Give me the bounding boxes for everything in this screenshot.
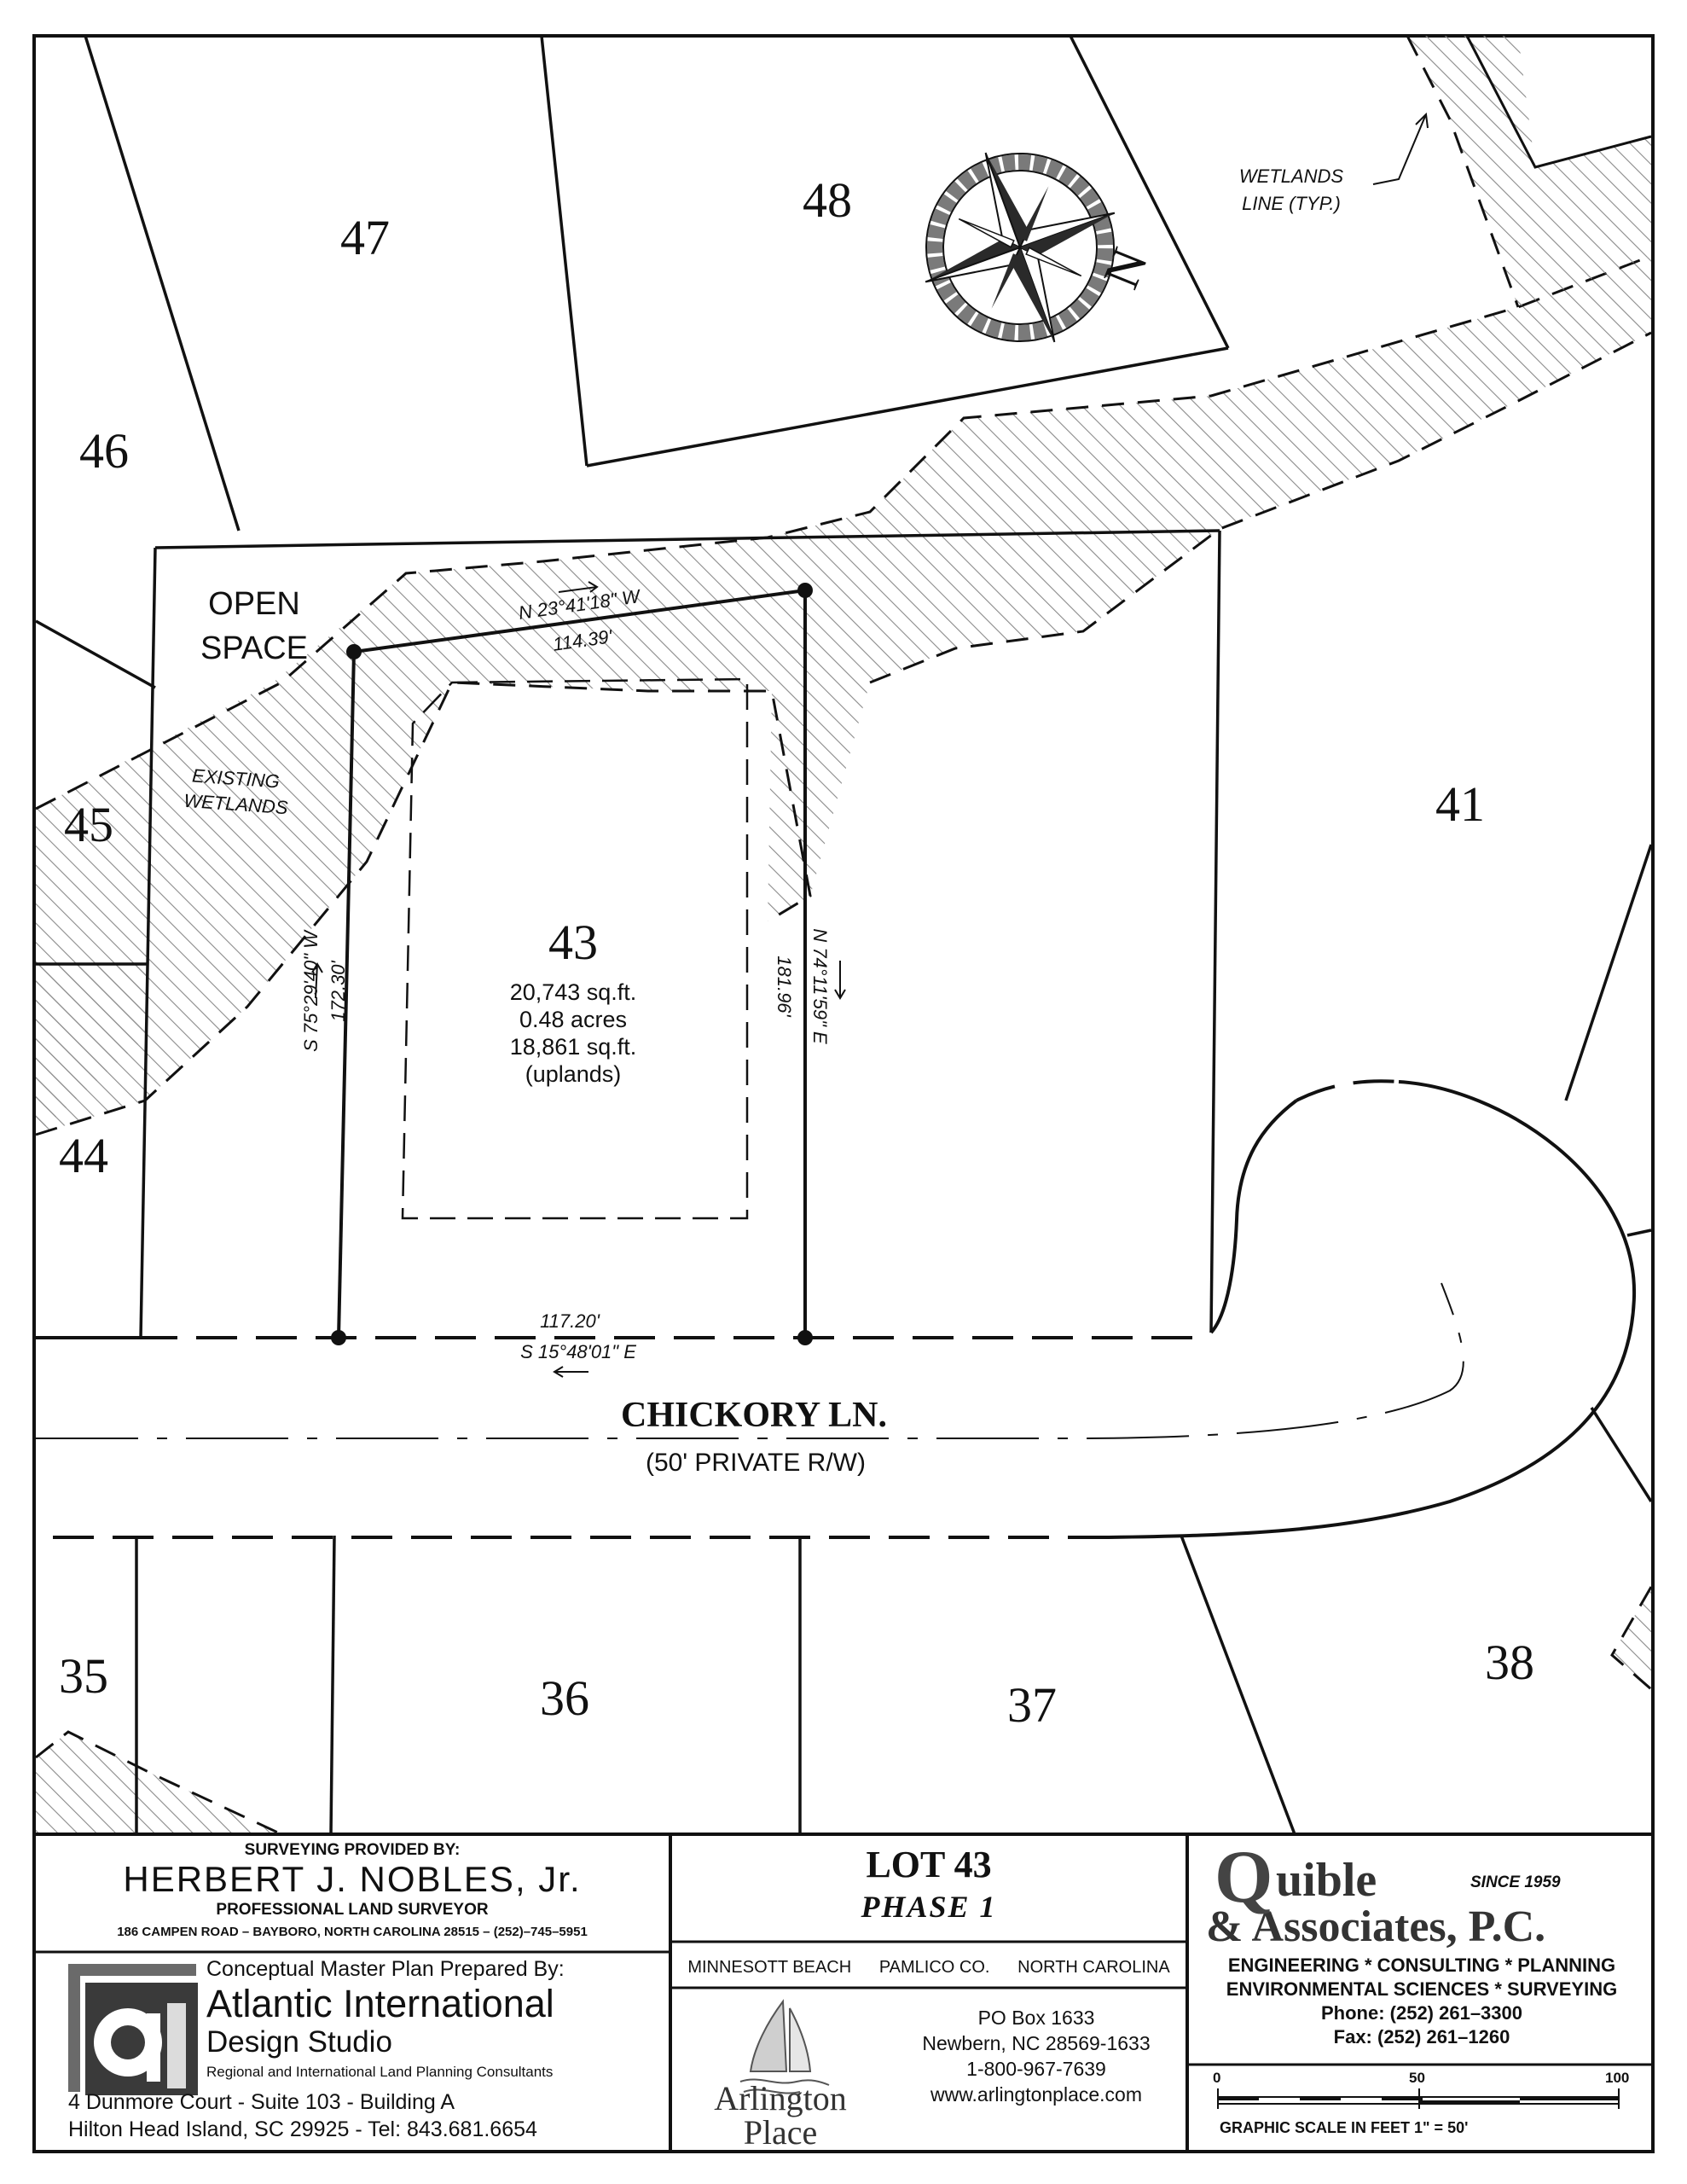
lot-lines <box>35 35 1653 1835</box>
wetlands-boundary-top-right <box>1465 35 1652 169</box>
planner-block: Conceptual Master Plan Prepared By: Atla… <box>206 1957 667 2080</box>
graphic-scale: 0 50 100 GRAPHIC SCALE IN FEET 1" = 50' <box>1194 2068 1649 2150</box>
arlington-city: Newbern, NC 28569-1633 <box>922 2032 1151 2054</box>
wetlands-line-bottom-left <box>35 1730 282 1836</box>
quible-block: Q uible SINCE 1959 & Associates, P.C. EN… <box>1194 1836 1649 2063</box>
planner-name-line2: Design Studio <box>206 2025 392 2059</box>
wetlands-hatch-bottom-left <box>36 1732 281 1834</box>
wetlands-hatch-right <box>1612 1587 1651 1689</box>
sheet-border <box>32 34 1655 2153</box>
scale-caption: GRAPHIC SCALE IN FEET 1" = 50' <box>1220 2119 1469 2136</box>
road-note: (50' PRIVATE R/W) <box>646 1449 866 1477</box>
wetlands-line-lower <box>35 681 812 1136</box>
road-name: CHICKORY LN. <box>621 1396 887 1435</box>
lot-47-label: 47 <box>340 210 390 265</box>
quible-services-line1: ENGINEERING * CONSULTING * PLANNING <box>1227 1955 1616 1976</box>
planner-address: 4 Dunmore Court - Suite 103 - Building A… <box>68 2088 665 2148</box>
lot-36-label: 36 <box>540 1670 589 1726</box>
location-town: MINNESOTT BEACH <box>687 1957 852 1977</box>
arlington-po-box: PO Box 1633 <box>977 2007 1095 2029</box>
surveyor-heading: SURVEYING PROVIDED BY: <box>244 1841 461 1859</box>
planner-heading: Conceptual Master Plan Prepared By: <box>206 1957 565 1981</box>
corner-point-ne <box>797 583 813 598</box>
quible-services: ENGINEERING * CONSULTING * PLANNING ENVI… <box>1194 1954 1649 2049</box>
graphic-scale-bar <box>1217 2088 1620 2109</box>
planner-address-line1: 4 Dunmore Court - Suite 103 - Building A <box>68 2090 455 2114</box>
lot-41-label: 41 <box>1435 776 1485 832</box>
open-space-label-line1: OPEN <box>208 586 300 622</box>
quible-since: SINCE 1959 <box>1470 1873 1561 1891</box>
open-space-label-line2: SPACE <box>200 630 308 666</box>
lot-43-upland-label: (uplands) <box>525 1061 622 1087</box>
wetlands-hatch-left <box>36 964 147 1135</box>
corner-point-nw <box>346 644 362 659</box>
surveyor-address: 186 CAMPEN ROAD – BAYBORO, NORTH CAROLIN… <box>117 1925 588 1939</box>
lot-title: LOT 43 <box>866 1844 992 1885</box>
quible-q: Q <box>1215 1836 1273 1919</box>
location-state: NORTH CAROLINA <box>1017 1957 1170 1977</box>
lot-43-boundary <box>337 589 807 1339</box>
lot-48-label: 48 <box>803 172 852 228</box>
location-row: MINNESOTT BEACH PAMLICO CO. NORTH CAROLI… <box>674 1950 1184 1984</box>
arlington-phone: 1-800-967-7639 <box>966 2058 1106 2080</box>
wetlands-line-upper <box>35 254 1652 810</box>
surveyor-title: PROFESSIONAL LAND SURVEYOR <box>216 1901 489 1919</box>
lot-45-label: 45 <box>64 797 113 852</box>
lot-43-label: 43 <box>548 915 598 970</box>
scale-tick-0: 0 <box>1213 2070 1221 2086</box>
lot-46-label: 46 <box>79 423 129 479</box>
arlington-sail-logo <box>739 1999 830 2094</box>
wetlands-line-right <box>1610 1586 1653 1691</box>
planner-name-line1: Atlantic International <box>206 1982 554 2025</box>
wetlands-line-east <box>869 331 1652 684</box>
east-line-distance: 181.96' <box>774 956 795 1017</box>
wetlands-leader-arrow <box>1372 112 1429 185</box>
surveyor-name: HERBERT J. NOBLES, Jr. <box>123 1859 582 1899</box>
lot-38-label: 38 <box>1485 1635 1534 1690</box>
arlington-logo-text: Arlington Place <box>674 2082 887 2150</box>
south-line-bearing: S 15°48'01" E <box>520 1341 636 1362</box>
lot-43-area-acres: 0.48 acres <box>519 1007 627 1032</box>
lot-title-block: LOT 43 PHASE 1 <box>674 1843 1184 1940</box>
north-arrow-compass <box>925 152 1116 343</box>
wetlands-hatch-main <box>36 256 1651 1135</box>
scale-tick-50: 50 <box>1409 2070 1425 2086</box>
lot-43-upland-sqft: 18,861 sq.ft. <box>510 1034 637 1060</box>
east-line-bearing: N 74°11'59" E <box>809 928 831 1044</box>
arlington-logo-line2: Place <box>743 2113 818 2152</box>
arlington-website[interactable]: www.arlingtonplace.com <box>930 2083 1142 2106</box>
bearing-arrows <box>311 581 846 1378</box>
lot-35-label: 35 <box>59 1648 108 1704</box>
quible-fax: Fax: (252) 261–1260 <box>1333 2026 1510 2048</box>
quible-services-line2: ENVIRONMENTAL SCIENCES * SURVEYING <box>1226 1978 1618 2000</box>
west-line-bearing: S 75°29'40" W <box>300 929 322 1052</box>
wetlands-line-top-right <box>1406 35 1520 308</box>
building-envelope <box>401 677 749 1220</box>
road-centerline <box>36 1282 1464 1439</box>
surveyor-block: SURVEYING PROVIDED BY: HERBERT J. NOBLES… <box>38 1838 667 1950</box>
ai-logo <box>68 1964 198 2095</box>
road-right-of-way <box>36 1079 1637 1539</box>
west-line-distance: 172.30' <box>328 960 349 1021</box>
south-line-distance: 117.20' <box>540 1310 600 1332</box>
wetlands-line-label-line1: WETLANDS <box>1239 166 1344 187</box>
arlington-logo-line1: Arlington <box>714 2079 847 2117</box>
lot-43-area-sqft: 20,743 sq.ft. <box>510 979 637 1005</box>
quible-name-line2: & Associates, P.C. <box>1206 1902 1546 1951</box>
lot-37-label: 37 <box>1007 1677 1057 1733</box>
arlington-contact: PO Box 1633 Newbern, NC 28569-1633 1-800… <box>887 2005 1186 2124</box>
planner-address-line2: Hilton Head Island, SC 29925 - Tel: 843.… <box>68 2117 537 2141</box>
quible-phone: Phone: (252) 261–3300 <box>1320 2002 1523 2024</box>
planner-tagline: Regional and International Land Planning… <box>206 2064 554 2080</box>
quible-name-row: Q uible SINCE 1959 <box>1194 1836 1649 1919</box>
phase-label: PHASE 1 <box>861 1890 997 1924</box>
lot-44-label: 44 <box>59 1128 108 1183</box>
location-county: PAMLICO CO. <box>878 1957 990 1977</box>
title-block-frame <box>34 1833 1653 2152</box>
wetlands-line-label-line2: LINE (TYP.) <box>1242 193 1341 214</box>
wetlands-hatch-top-right <box>1407 36 1651 307</box>
quible-name: uible <box>1276 1854 1377 1907</box>
scale-tick-100: 100 <box>1605 2070 1630 2086</box>
